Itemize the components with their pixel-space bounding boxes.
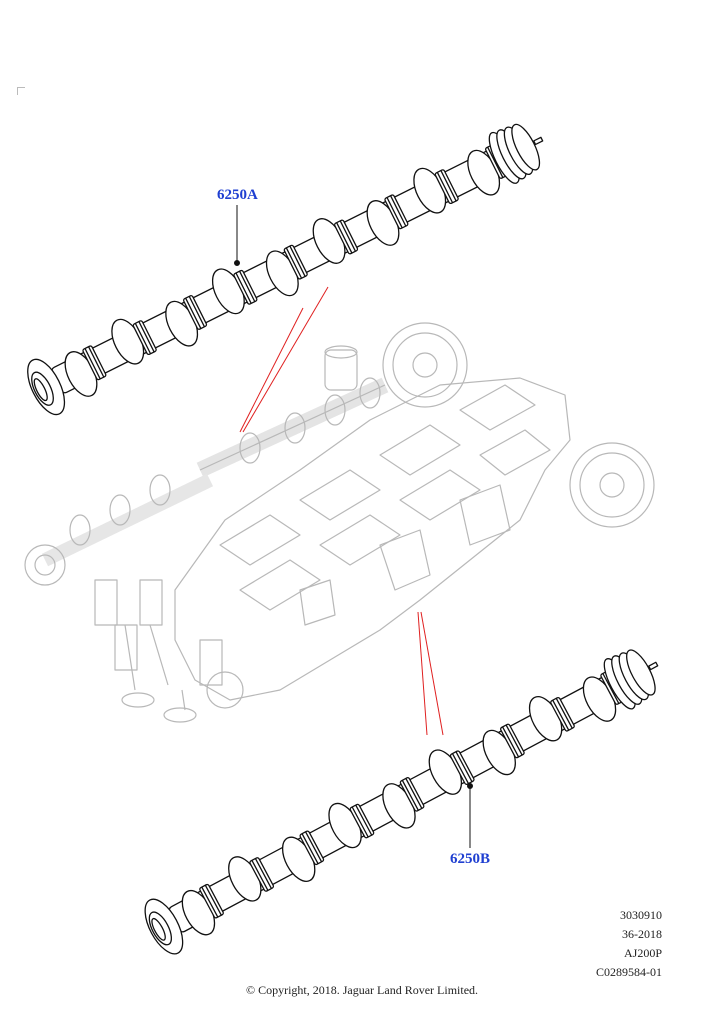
- reference-line: C0289584-01: [596, 965, 662, 979]
- copyright-notice: © Copyright, 2018. Jaguar Land Rover Lim…: [245, 983, 479, 997]
- reference-line: 3030910: [620, 908, 662, 922]
- cam-journal: [384, 194, 409, 230]
- callout-6250b[interactable]: 6250B: [450, 851, 491, 867]
- cam-journal: [183, 295, 208, 330]
- cam-journal: [434, 169, 459, 205]
- camshaft-6250b[interactable]: [137, 638, 670, 960]
- cam-journal: [550, 696, 575, 732]
- reference-line: AJ200P: [623, 946, 662, 960]
- cam-journal: [299, 830, 325, 866]
- cam-journal: [233, 269, 258, 305]
- callout-leaders: [234, 205, 473, 848]
- cam-journal: [349, 803, 375, 839]
- cylinder-head-assembly: [24, 322, 655, 723]
- cam-journal: [199, 883, 224, 919]
- reference-line: 36-2018: [622, 927, 662, 941]
- cam-journal: [249, 857, 275, 892]
- cam-journal: [500, 723, 525, 759]
- reference-block: 3030910 36-2018 AJ200P C0289584-01: [596, 906, 662, 982]
- camshaft-6250a[interactable]: [20, 112, 555, 420]
- cam-journal: [132, 320, 157, 356]
- callout-6250a[interactable]: 6250A: [217, 187, 258, 203]
- cam-journal: [449, 750, 475, 785]
- phaser-ring: [511, 123, 541, 171]
- leader-lines: [239, 286, 444, 736]
- cam-journal: [334, 219, 359, 255]
- cam-journal: [399, 777, 425, 812]
- cam-journal: [283, 244, 308, 280]
- phaser-ring: [626, 649, 656, 696]
- corner-mark: [17, 87, 25, 95]
- cam-journal: [82, 345, 107, 381]
